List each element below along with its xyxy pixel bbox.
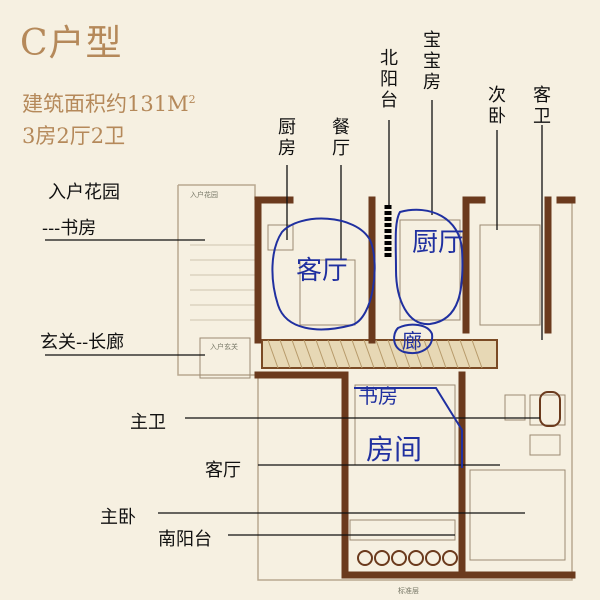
annotation-kitchen: 厨厅 [412,228,465,258]
label-master-bath: 主卫 [130,412,166,433]
annotation-room-bottom: 房间 [366,433,423,466]
plan-walls [254,196,576,579]
label-kitchen: 厨房 [278,117,296,159]
building-area: 建筑面积约131M2 [22,88,196,118]
label-master-bedroom: 主卧 [100,507,136,528]
plan-text-foyer: 入户玄关 [210,343,238,351]
area-value: 建筑面积约131 [22,92,168,116]
label-living-room: 客厅 [205,460,241,481]
plan-text-footer: 标准层 [398,587,419,595]
hand-drawn-circles [271,208,464,468]
plan-outline [177,184,573,581]
plan-text-entry-garden: 入户花园 [190,191,218,199]
annotation-corridor: 廊 [402,329,422,353]
label-dining: 餐厅 [332,117,350,159]
corridor-pattern [267,339,483,369]
area-unit-exponent: 2 [188,93,196,106]
label-guest-bath: 客卫 [533,85,551,127]
label-second-bedroom: 次卧 [488,85,506,127]
leader-lines [45,100,543,536]
label-foyer-corridor: 玄关--长廊 [40,332,125,353]
room-layout: 3房2厅2卫 [22,124,126,148]
entry-garden-stripes [190,244,255,321]
label-entry-garden: 入户花园 [48,182,120,203]
bathtub [539,391,561,427]
corridor-band [261,339,498,369]
label-baby-room: 宝宝房 [423,30,441,93]
label-south-balcony: 南阳台 [158,529,212,550]
annotation-living: 客厅 [296,256,349,286]
area-unit: M [167,92,189,116]
label-study: ---书房 [42,218,97,239]
annotation-room-top: 书房 [358,384,398,408]
plan-title: C户型 [20,23,123,64]
label-north-balcony: 北阳台 [380,48,398,111]
south-window-circles [357,550,458,566]
